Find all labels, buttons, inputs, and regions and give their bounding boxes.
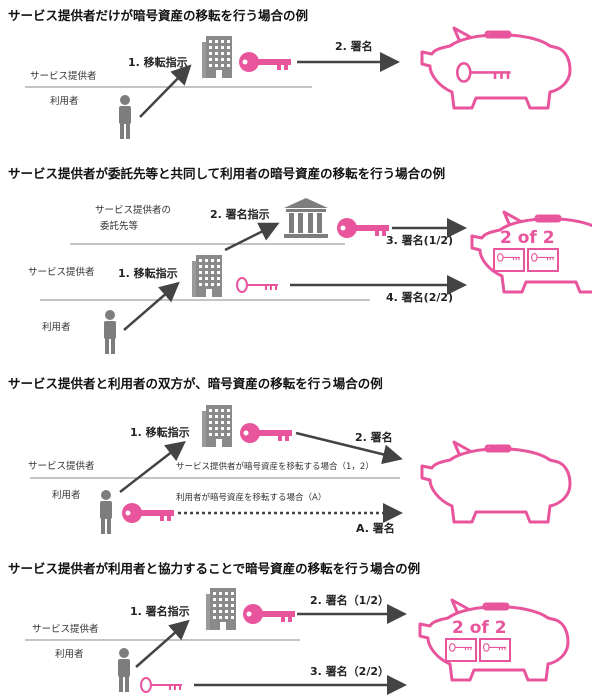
key-icon bbox=[337, 218, 389, 238]
section-2-delegate-label-1: サービス提供者の bbox=[95, 204, 171, 216]
section-3-step2: 2. 署名 bbox=[355, 430, 393, 444]
key-icon bbox=[239, 52, 291, 72]
piggy-bank-icon bbox=[470, 210, 592, 294]
section-3-heading: サービス提供者と利用者の双方が、暗号資産の移転を行う場合の例 bbox=[8, 376, 383, 391]
section-3-arrow-sign bbox=[295, 431, 403, 465]
bank-icon bbox=[284, 198, 328, 238]
section-4-step1: 1. 署名指示 bbox=[130, 604, 190, 618]
user-icon bbox=[119, 95, 131, 139]
section-2-step4: 4. 署名(2/2) bbox=[386, 290, 453, 304]
section-2-multisig-label: 2 of 2 bbox=[500, 228, 555, 248]
section-4-provider-label: サービス提供者 bbox=[32, 623, 99, 635]
section-3-arrow-instruct bbox=[119, 440, 186, 493]
section-1-step1: 1. 移転指示 bbox=[128, 55, 188, 69]
section-4-heading: サービス提供者が利用者と協力することで暗号資産の移転を行う場合の例 bbox=[8, 561, 420, 576]
section-2-step1: 1. 移転指示 bbox=[118, 266, 178, 280]
section-1-heading: サービス提供者だけが暗号資産の移転を行う場合の例 bbox=[8, 8, 308, 23]
section-4-step3: 3. 署名（2/2） bbox=[310, 664, 389, 678]
section-3: サービス提供者と利用者の双方が、暗号資産の移転を行う場合の例 1. 移転指示 2… bbox=[8, 376, 572, 535]
multisig-slot-1 bbox=[445, 638, 477, 662]
key-icon bbox=[530, 253, 555, 262]
section-2-provider-label: サービス提供者 bbox=[28, 266, 95, 278]
key-icon bbox=[122, 503, 174, 523]
building-icon bbox=[202, 36, 232, 78]
section-1-step2: 2. 署名 bbox=[335, 39, 373, 53]
section-3-note-user: 利用者が暗号資産を移転する場合（A） bbox=[176, 492, 326, 503]
section-1: サービス提供者だけが暗号資産の移転を行う場合の例 サービス提供者 利用者 1. … bbox=[8, 8, 572, 139]
building-icon bbox=[192, 255, 222, 297]
section-4: サービス提供者が利用者と協力することで暗号資産の移転を行う場合の例 1. 署名指… bbox=[8, 561, 570, 695]
user-icon bbox=[118, 648, 130, 692]
user-icon bbox=[104, 310, 116, 354]
section-1-user-label: 利用者 bbox=[50, 95, 79, 107]
key-icon bbox=[448, 642, 473, 652]
multisig-slot-1 bbox=[493, 248, 525, 272]
key-icon bbox=[482, 642, 507, 652]
section-1-provider-label: サービス提供者 bbox=[30, 70, 97, 82]
multisig-slot-2 bbox=[479, 638, 511, 662]
section-1-arrow-instruct bbox=[139, 64, 192, 118]
key-icon bbox=[240, 423, 292, 443]
section-2-arrow-sign-instruct bbox=[224, 222, 280, 252]
key-icon bbox=[140, 677, 183, 693]
key-icon bbox=[243, 604, 295, 624]
key-icon bbox=[236, 277, 279, 293]
section-2-delegate-label-2: 委託先等 bbox=[100, 220, 139, 232]
section-3-stepA: A. 署名 bbox=[356, 521, 395, 535]
key-icon bbox=[496, 253, 521, 262]
user-icon bbox=[100, 490, 112, 534]
section-2-heading: サービス提供者が委託先等と共同して利用者の暗号資産の移転を行う場合の例 bbox=[8, 166, 445, 181]
section-2-arrow-instruct bbox=[123, 281, 180, 331]
section-3-user-label: 利用者 bbox=[52, 489, 81, 501]
piggy-bank-icon bbox=[420, 440, 572, 524]
section-4-multisig-label: 2 of 2 bbox=[452, 618, 507, 638]
section-4-arrow-instruct bbox=[135, 619, 190, 668]
piggy-bank-icon bbox=[420, 26, 572, 110]
piggy-key-icon bbox=[455, 61, 512, 83]
section-2-step3: 3. 署名(1/2) bbox=[386, 233, 453, 247]
section-3-step1: 1. 移転指示 bbox=[130, 425, 190, 439]
section-2: サービス提供者が委託先等と共同して利用者の暗号資産の移転を行う場合の例 サービス… bbox=[8, 166, 592, 354]
section-4-user-label: 利用者 bbox=[55, 648, 84, 660]
section-3-provider-label: サービス提供者 bbox=[28, 460, 95, 472]
section-2-step2: 2. 署名指示 bbox=[210, 207, 270, 221]
section-4-step2: 2. 署名（1/2） bbox=[310, 593, 389, 607]
building-icon bbox=[206, 588, 236, 630]
building-icon bbox=[202, 405, 232, 447]
section-3-note-provider: サービス提供者が暗号資産を移転する場合（1，2） bbox=[176, 461, 374, 472]
section-2-user-label: 利用者 bbox=[42, 321, 71, 333]
multisig-slot-2 bbox=[527, 248, 559, 272]
